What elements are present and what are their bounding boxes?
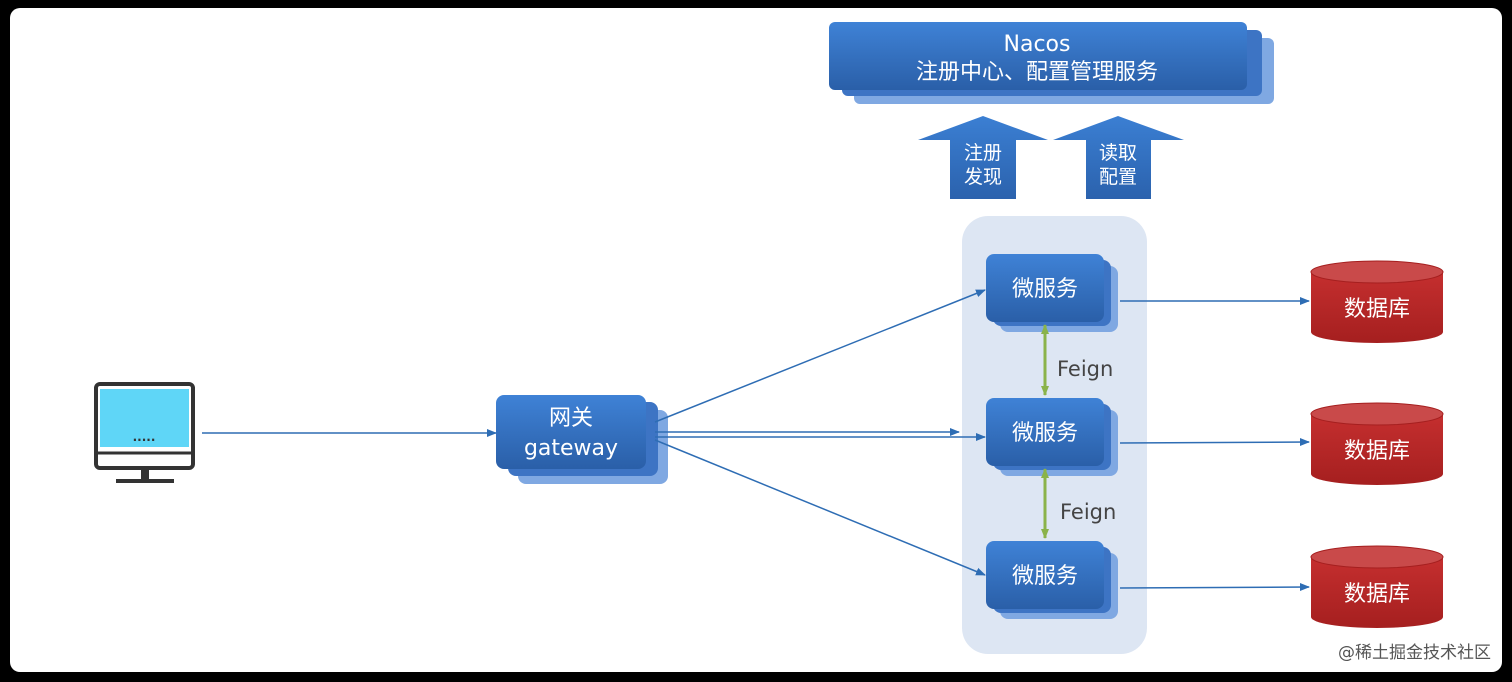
read-label: 读取 (1099, 142, 1137, 164)
gateway-box: 网关 gateway (496, 395, 668, 484)
nacos-subtitle: 注册中心、配置管理服务 (916, 60, 1158, 85)
database-label-1: 数据库 (1344, 297, 1410, 322)
register-label: 注册 (964, 142, 1002, 164)
gateway-line2: gateway (524, 436, 618, 461)
diagram-canvas: Nacos 注册中心、配置管理服务 注册 发现 读取 配置 ..... 网关 g… (10, 8, 1502, 672)
microservice-label-3: 微服务 (1012, 564, 1078, 589)
microservice-label-1: 微服务 (1012, 277, 1078, 302)
discover-label: 发现 (964, 166, 1002, 188)
architecture-diagram: Nacos 注册中心、配置管理服务 注册 发现 读取 配置 ..... 网关 g… (94, 22, 1491, 663)
gateway-to-service1-arrow (654, 289, 986, 423)
gateway-line1: 网关 (549, 406, 593, 431)
computer-icon: ..... (94, 382, 195, 483)
config-label: 配置 (1099, 166, 1137, 188)
register-discover-arrow: 注册 发现 (918, 116, 1048, 199)
database-icon-3: 数据库 (1310, 545, 1444, 628)
microservice-box-3: 微服务 (986, 541, 1118, 619)
nacos-title: Nacos (1004, 32, 1071, 57)
gateway-to-service3-arrow (654, 439, 986, 576)
database-icon-2: 数据库 (1310, 402, 1444, 485)
microservice-box-2: 微服务 (986, 398, 1118, 476)
screen-text: ..... (133, 430, 156, 444)
feign-label-2: Feign (1060, 500, 1116, 524)
database-label-2: 数据库 (1344, 439, 1410, 464)
watermark: @稀土掘金技术社区 (1338, 643, 1491, 663)
service3-to-db-arrow (1119, 583, 1310, 592)
service2-to-db-arrow (1119, 438, 1310, 447)
database-label-3: 数据库 (1344, 582, 1410, 607)
microservice-box-1: 微服务 (986, 254, 1118, 332)
read-config-arrow: 读取 配置 (1053, 116, 1184, 199)
nacos-box: Nacos 注册中心、配置管理服务 (829, 22, 1274, 104)
database-icon-1: 数据库 (1310, 260, 1444, 343)
feign-label-1: Feign (1057, 357, 1113, 381)
microservice-label-2: 微服务 (1012, 421, 1078, 446)
